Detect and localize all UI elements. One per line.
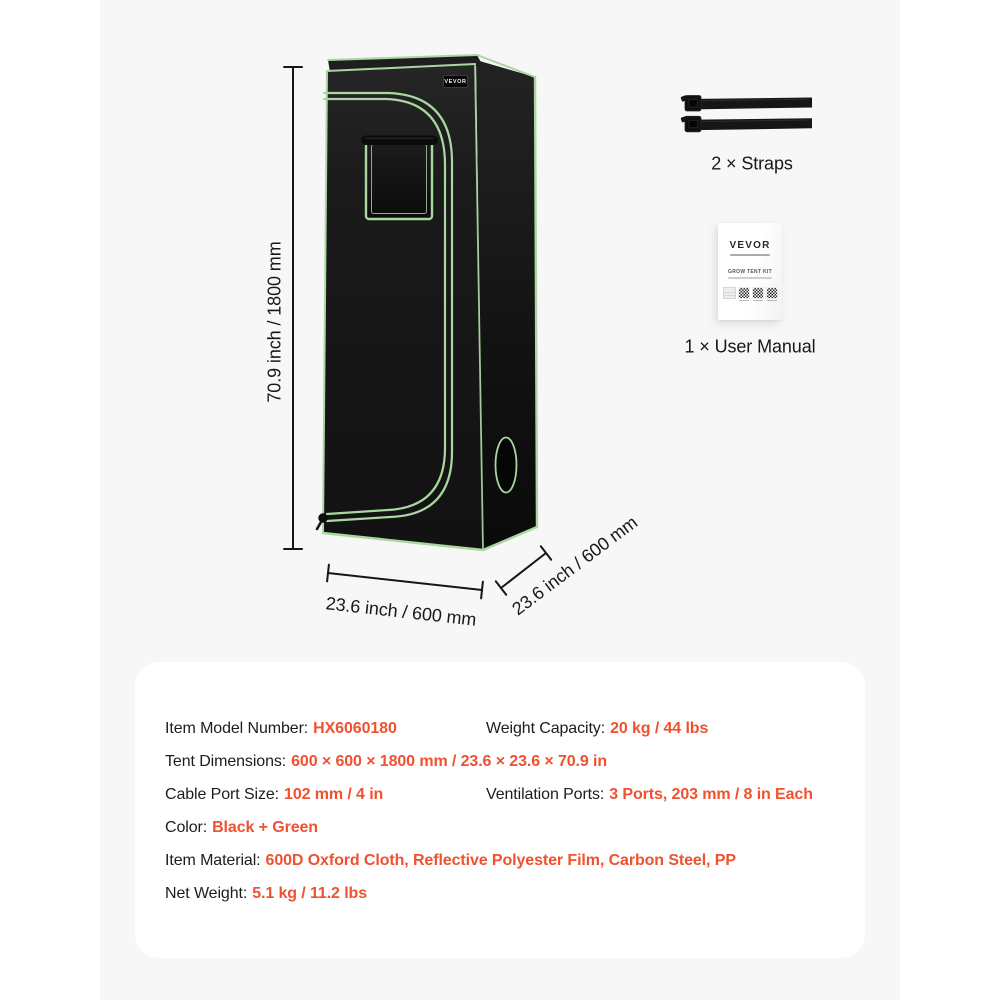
door-zipper bbox=[322, 91, 454, 523]
spec-row-5: Item Material:600D Oxford Cloth, Reflect… bbox=[165, 844, 835, 877]
depth-dimension-arrow bbox=[494, 545, 553, 596]
strap-1 bbox=[680, 95, 812, 112]
spec-label: Weight Capacity: bbox=[486, 719, 606, 737]
spec-value: Black + Green bbox=[212, 818, 318, 836]
dimension-arrows bbox=[283, 66, 553, 600]
manual-qr-1 bbox=[738, 287, 750, 301]
spec-item-model-number: Item Model Number:HX6060180 bbox=[165, 720, 397, 738]
strap-2 bbox=[680, 115, 812, 133]
spec-label: Item Model Number: bbox=[165, 719, 309, 737]
tent-brand-patch: VEVOR bbox=[443, 75, 468, 88]
spec-label: Color: bbox=[165, 818, 208, 836]
spec-tent-dimensions: Tent Dimensions:600 × 600 × 1800 mm / 23… bbox=[165, 753, 607, 771]
manual-qr-row bbox=[718, 287, 782, 301]
spec-row-6: Net Weight:5.1 kg / 11.2 lbs bbox=[165, 877, 835, 910]
spec-row-4: Color:Black + Green bbox=[165, 811, 835, 844]
spec-value: 600D Oxford Cloth, Reflective Polyester … bbox=[265, 851, 736, 869]
spec-value: 600 × 600 × 1800 mm / 23.6 × 23.6 × 70.9… bbox=[291, 752, 608, 770]
spec-label: Cable Port Size: bbox=[165, 785, 280, 803]
manual-brand-text: VEVOR bbox=[729, 240, 771, 251]
spec-label: Net Weight: bbox=[165, 884, 248, 902]
spec-ventilation-ports: Ventilation Ports:3 Ports, 203 mm / 8 in… bbox=[486, 786, 813, 804]
spec-label: Ventilation Ports: bbox=[486, 785, 605, 803]
window-handle-highlight bbox=[365, 137, 434, 140]
spec-row-3: Cable Port Size:102 mm / 4 in Ventilatio… bbox=[165, 778, 835, 811]
qr-code-icon bbox=[738, 287, 750, 299]
qr-caption-bar bbox=[738, 299, 749, 301]
spec-row-2: Tent Dimensions:600 × 600 × 1800 mm / 23… bbox=[165, 745, 835, 778]
tent-front-face bbox=[323, 64, 483, 550]
spec-color: Color:Black + Green bbox=[165, 819, 318, 837]
spec-net-weight: Net Weight:5.1 kg / 11.2 lbs bbox=[165, 885, 367, 903]
specifications-panel: Item Model Number:HX6060180 Weight Capac… bbox=[135, 662, 865, 958]
manual-title-text: GROW TENT KIT bbox=[728, 269, 772, 275]
spec-label: Item Material: bbox=[165, 851, 261, 869]
user-manual-count-label: 1 × User Manual bbox=[684, 336, 816, 357]
cable-port bbox=[494, 436, 518, 494]
qr-code-icon bbox=[766, 287, 778, 299]
tent-green-trim bbox=[321, 54, 539, 552]
spec-item-material: Item Material:600D Oxford Cloth, Reflect… bbox=[165, 852, 736, 870]
height-dimension-arrow bbox=[283, 66, 303, 550]
spec-value: 20 kg / 44 lbs bbox=[610, 719, 709, 737]
height-dimension-label: 70.9 inch / 1800 mm bbox=[264, 241, 285, 403]
width-dimension-arrow bbox=[326, 563, 484, 600]
spec-row-1: Item Model Number:HX6060180 Weight Capac… bbox=[165, 712, 835, 745]
manual-qr-3 bbox=[766, 287, 778, 301]
user-manual-card: VEVOR GROW TENT KIT bbox=[718, 223, 782, 320]
straps-illustration bbox=[680, 95, 812, 133]
spec-value: 102 mm / 4 in bbox=[284, 785, 384, 803]
qr-caption-bar bbox=[752, 299, 763, 301]
manual-qr-2 bbox=[752, 287, 764, 301]
straps-count-label: 2 × Straps bbox=[711, 153, 793, 174]
qr-code-icon bbox=[752, 287, 764, 299]
manual-label-box bbox=[722, 287, 736, 299]
spec-cable-port-size: Cable Port Size:102 mm / 4 in bbox=[165, 786, 383, 804]
grow-tent bbox=[315, 54, 539, 552]
spec-weight-capacity: Weight Capacity:20 kg / 44 lbs bbox=[486, 720, 708, 738]
qr-caption-bar bbox=[766, 299, 777, 301]
spec-value: HX6060180 bbox=[313, 719, 397, 737]
tent-window bbox=[364, 137, 434, 221]
spec-label: Tent Dimensions: bbox=[165, 752, 287, 770]
tent-side-face bbox=[476, 60, 537, 550]
manual-tagline-bar bbox=[730, 254, 770, 256]
spec-value: 5.1 kg / 11.2 lbs bbox=[252, 884, 368, 902]
window-handle bbox=[361, 135, 438, 145]
spec-value: 3 Ports, 203 mm / 8 in Each bbox=[609, 785, 813, 803]
zipper-pull bbox=[318, 513, 328, 523]
zipper-pull-tab bbox=[315, 520, 323, 531]
manual-subtitle-bar bbox=[728, 277, 772, 279]
